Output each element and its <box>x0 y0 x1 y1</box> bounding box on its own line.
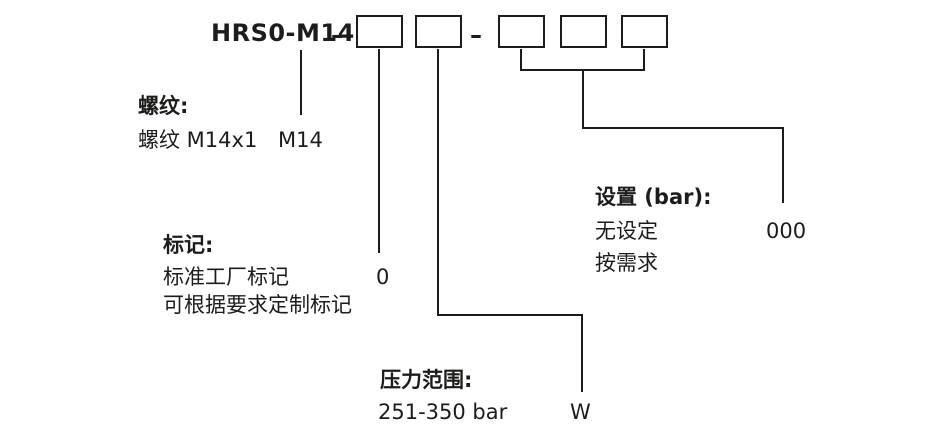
marking-option1-text: 标准工厂标记 <box>163 265 289 289</box>
code-box-pressure-range <box>415 15 462 48</box>
pressure-option-text: 251-350 bar <box>378 400 508 424</box>
marking-label: 标记: <box>163 233 214 257</box>
thread-option-code: M14 <box>278 128 323 152</box>
setting-option1-code: 000 <box>766 219 807 243</box>
code-box-marking <box>356 15 403 48</box>
connector-setting-line <box>582 70 784 203</box>
setting-option2-text: 按需求 <box>595 251 658 275</box>
setting-label: 设置 (bar): <box>595 185 712 209</box>
code-box-setting-digit-3 <box>621 15 668 48</box>
connector-pressure-line <box>437 49 583 392</box>
connector-setting-bracket <box>520 49 645 71</box>
model-code: HRS0-M14 <box>211 19 355 47</box>
separator-dash-2: – <box>470 21 482 49</box>
thread-option-text: 螺纹 M14x1 <box>138 128 258 152</box>
code-box-setting-digit-2 <box>560 15 607 48</box>
setting-option1-text: 无设定 <box>595 219 658 243</box>
code-box-setting-digit-1 <box>498 15 545 48</box>
marking-option2-text: 可根据要求定制标记 <box>163 293 352 317</box>
marking-option1-code: 0 <box>376 265 390 289</box>
thread-label: 螺纹: <box>138 94 189 118</box>
separator-dash-1: – <box>331 21 343 49</box>
pressure-label: 压力范围: <box>380 368 473 392</box>
pressure-option-code: W <box>570 400 591 424</box>
